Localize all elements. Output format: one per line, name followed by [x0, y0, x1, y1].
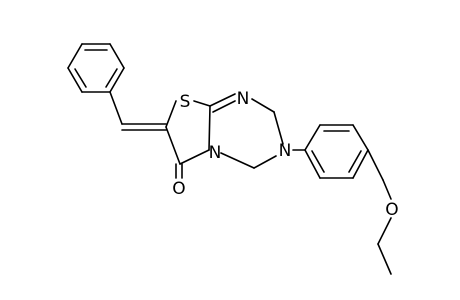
ether-oxygen-label: O — [385, 200, 398, 220]
carbonyl-group — [175, 163, 183, 179]
thiazole-ring — [165, 100, 211, 165]
nitrogen-aryl-label: N — [279, 141, 292, 161]
atom-carbonyl-oxygen: O — [172, 179, 185, 199]
nitrogen-top-label: N — [237, 89, 250, 109]
ethoxy-chain — [367, 149, 392, 275]
atom-sulfur: S — [180, 92, 191, 112]
nitrogen-fused-label: N — [209, 143, 222, 163]
benzylidene-bridge — [109, 91, 167, 131]
atom-nitrogen-top: N — [237, 89, 250, 109]
atom-nitrogen-fused: N — [209, 143, 222, 163]
carbonyl-oxygen-label: O — [172, 179, 185, 199]
atom-ether-oxygen: O — [385, 200, 398, 220]
phenyl-ring-top — [67, 43, 125, 93]
sulfur-label: S — [180, 92, 191, 112]
phenyl-ring-ethoxy — [304, 124, 369, 179]
atom-nitrogen-aryl: N — [279, 141, 292, 161]
triazine-ring — [209, 93, 284, 169]
